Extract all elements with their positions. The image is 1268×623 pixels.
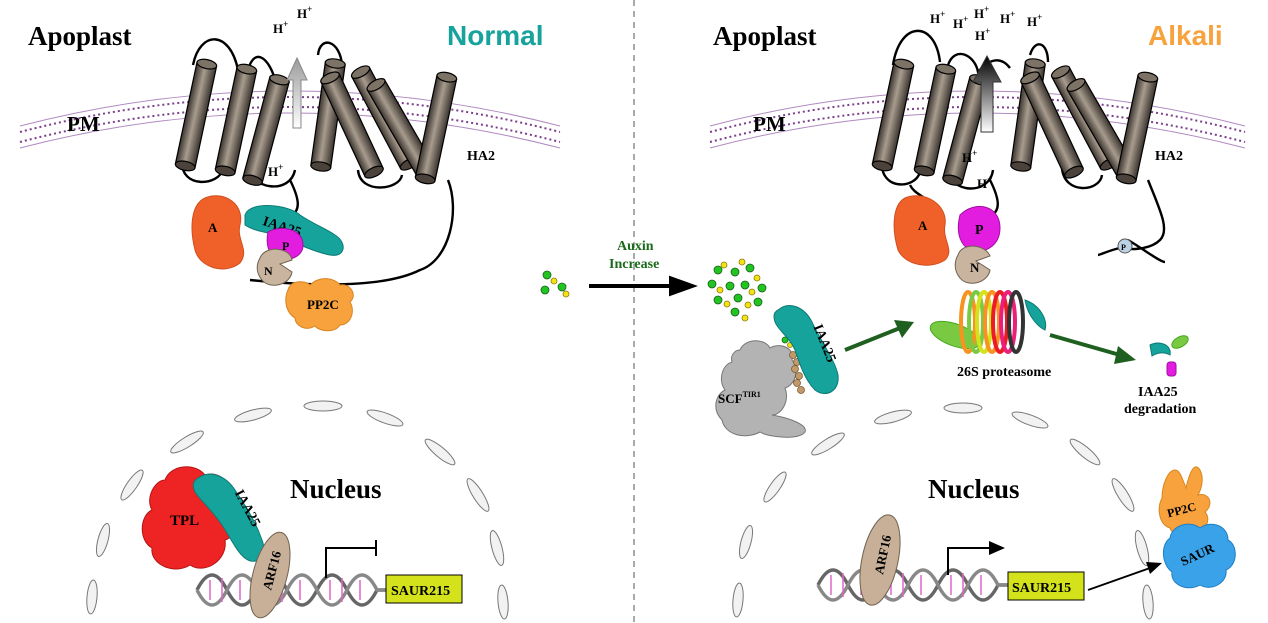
left-proton-bottom: H+ bbox=[268, 162, 283, 179]
right-domain-n: N bbox=[954, 245, 991, 284]
right-domain-a: A bbox=[893, 195, 950, 266]
right-apoplast-label: Apoplast bbox=[713, 21, 817, 51]
left-pm-label: PM bbox=[67, 112, 100, 136]
right-nucleus-label: Nucleus bbox=[928, 474, 1020, 504]
auxin-molecules-cluster bbox=[707, 258, 767, 322]
right-saur215-gene: SAUR215 bbox=[1007, 571, 1085, 601]
arrow-to-saur-complex bbox=[1087, 562, 1162, 591]
right-protons-top: H+ H+ H+ H+ H+ H+ bbox=[930, 4, 1042, 43]
right-condition-label: Alkali bbox=[1148, 20, 1223, 51]
svg-text:H+: H+ bbox=[975, 26, 990, 43]
right-arf16: ARF16 bbox=[859, 514, 901, 606]
scf-tir1-complex: SCFTIR1 bbox=[715, 336, 806, 438]
arrow-to-degradation-head bbox=[1114, 346, 1136, 364]
svg-text:SAUR215: SAUR215 bbox=[391, 584, 450, 599]
left-apoplast-label: Apoplast bbox=[28, 21, 132, 51]
svg-text:N: N bbox=[264, 264, 273, 278]
left-nucleus-label: Nucleus bbox=[290, 474, 382, 504]
right-panel: Apoplast Alkali PM H+ H+ H+ H+ H+ bbox=[707, 4, 1246, 620]
right-phospho-site: P bbox=[1117, 238, 1133, 254]
right-nuclear-envelope bbox=[732, 402, 1154, 620]
right-ha2-label: HA2 bbox=[1155, 149, 1183, 164]
arrow-to-degradation bbox=[1049, 333, 1121, 357]
auxin-label-line1: Auxin bbox=[617, 239, 654, 254]
auxin-increase-arrow bbox=[589, 275, 698, 297]
left-ha2-label: HA2 bbox=[467, 149, 495, 164]
transcription-start-arrow bbox=[947, 541, 1005, 575]
degradation-label-line1: IAA25 bbox=[1138, 385, 1178, 400]
svg-text:H+: H+ bbox=[953, 14, 968, 31]
left-pp2c: PP2C bbox=[285, 278, 354, 332]
left-saur215-gene: SAUR215 bbox=[385, 574, 463, 604]
left-repression-mark bbox=[325, 540, 377, 578]
svg-text:H+: H+ bbox=[1000, 9, 1015, 26]
arrow-to-proteasome bbox=[844, 326, 901, 352]
left-membrane bbox=[19, 90, 561, 149]
svg-text:P: P bbox=[1121, 243, 1126, 252]
right-domain-p: P bbox=[957, 206, 1001, 252]
auxin-molecules-small bbox=[540, 270, 570, 298]
left-protons-top: H+ H+ bbox=[273, 4, 312, 36]
svg-text:H+: H+ bbox=[974, 4, 989, 21]
left-arf16: ARF16 bbox=[249, 531, 291, 619]
svg-text:PP2C: PP2C bbox=[307, 297, 339, 312]
svg-text:A: A bbox=[918, 218, 928, 233]
svg-text:H+: H+ bbox=[930, 9, 945, 26]
left-pump-loops bbox=[180, 38, 455, 286]
left-nuclear-envelope bbox=[86, 400, 509, 620]
proteasome-26s bbox=[929, 290, 1047, 354]
svg-text:H+: H+ bbox=[1027, 12, 1042, 29]
right-protons-bottom: H+ H+ bbox=[962, 148, 992, 191]
svg-text:SCFTIR1: SCFTIR1 bbox=[718, 390, 761, 406]
svg-text:SAUR215: SAUR215 bbox=[1012, 581, 1071, 596]
svg-text:P: P bbox=[975, 223, 984, 238]
svg-text:P: P bbox=[282, 239, 289, 253]
right-pp2c: PP2C bbox=[1158, 466, 1211, 536]
svg-text:H+: H+ bbox=[273, 19, 288, 36]
svg-text:H+: H+ bbox=[962, 148, 977, 165]
left-domain-a: A bbox=[191, 195, 245, 270]
svg-text:H+: H+ bbox=[297, 4, 312, 21]
svg-text:A: A bbox=[208, 220, 218, 235]
arrow-to-proteasome-head bbox=[894, 320, 914, 338]
svg-text:N: N bbox=[970, 260, 980, 275]
right-saur: SAUR bbox=[1163, 523, 1236, 589]
left-proton-arrow bbox=[286, 56, 308, 129]
left-condition-label: Normal bbox=[447, 20, 543, 51]
degradation-label-line2: degradation bbox=[1124, 402, 1197, 417]
right-proton-arrow bbox=[972, 54, 1002, 133]
auxin-increase-transition: Auxin Increase bbox=[540, 239, 698, 298]
iaa25-fragments bbox=[1149, 335, 1189, 377]
left-domain-n: N bbox=[256, 248, 293, 286]
left-dna bbox=[195, 573, 390, 607]
left-pump-helices bbox=[173, 57, 459, 188]
svg-text:TPL: TPL bbox=[170, 513, 199, 529]
right-dna bbox=[816, 568, 1010, 602]
svg-text:H+: H+ bbox=[977, 174, 992, 191]
right-pm-label: PM bbox=[753, 112, 786, 136]
auxin-label-line2: Increase bbox=[609, 257, 659, 272]
proteasome-label: 26S proteasome bbox=[957, 365, 1051, 380]
left-panel: Apoplast Normal PM H+ H+ H+ bbox=[19, 4, 561, 620]
